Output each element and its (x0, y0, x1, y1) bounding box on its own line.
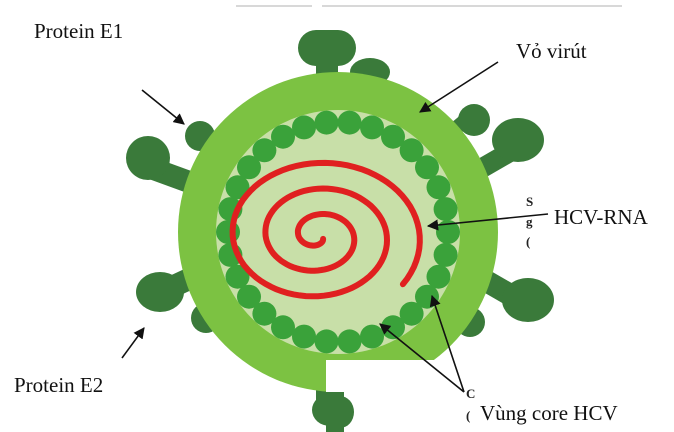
label-hcv-rna: HCV-RNA (554, 205, 649, 229)
arrow-protein-e1 (142, 90, 184, 124)
label-vo-virut: Vỏ virút (516, 39, 587, 63)
capsid-bead (271, 125, 295, 149)
capsid-bead (216, 220, 240, 244)
label-vung-core: Vùng core HCV (480, 401, 618, 425)
capsid-bead (338, 329, 362, 353)
capsid-bead (427, 175, 451, 199)
clipped-text-fragment: ( (526, 234, 530, 249)
clipped-text-fragment: C (466, 386, 475, 401)
capsid-bead (427, 265, 451, 289)
capsid-bead (360, 115, 384, 139)
capsid-bead (338, 111, 362, 135)
capsid-bead (415, 155, 439, 179)
clipped-text-fragment: ( (466, 408, 470, 423)
label-protein-e1: Protein E1 (34, 19, 123, 43)
arrow-vo-virut (420, 62, 498, 112)
core-region (216, 110, 460, 354)
label-protein-e2: Protein E2 (14, 373, 103, 397)
capsid-bead (434, 197, 458, 221)
arrow-protein-e2 (122, 328, 144, 358)
capsid-bead (292, 325, 316, 349)
capsid-bead (315, 111, 339, 135)
capsid-bead (237, 285, 261, 309)
capsid-bead (360, 325, 384, 349)
clipped-text-fragment: S (526, 194, 533, 209)
capsid-bead (315, 329, 339, 353)
capsid-bead (292, 115, 316, 139)
capsid-bead (434, 243, 458, 267)
